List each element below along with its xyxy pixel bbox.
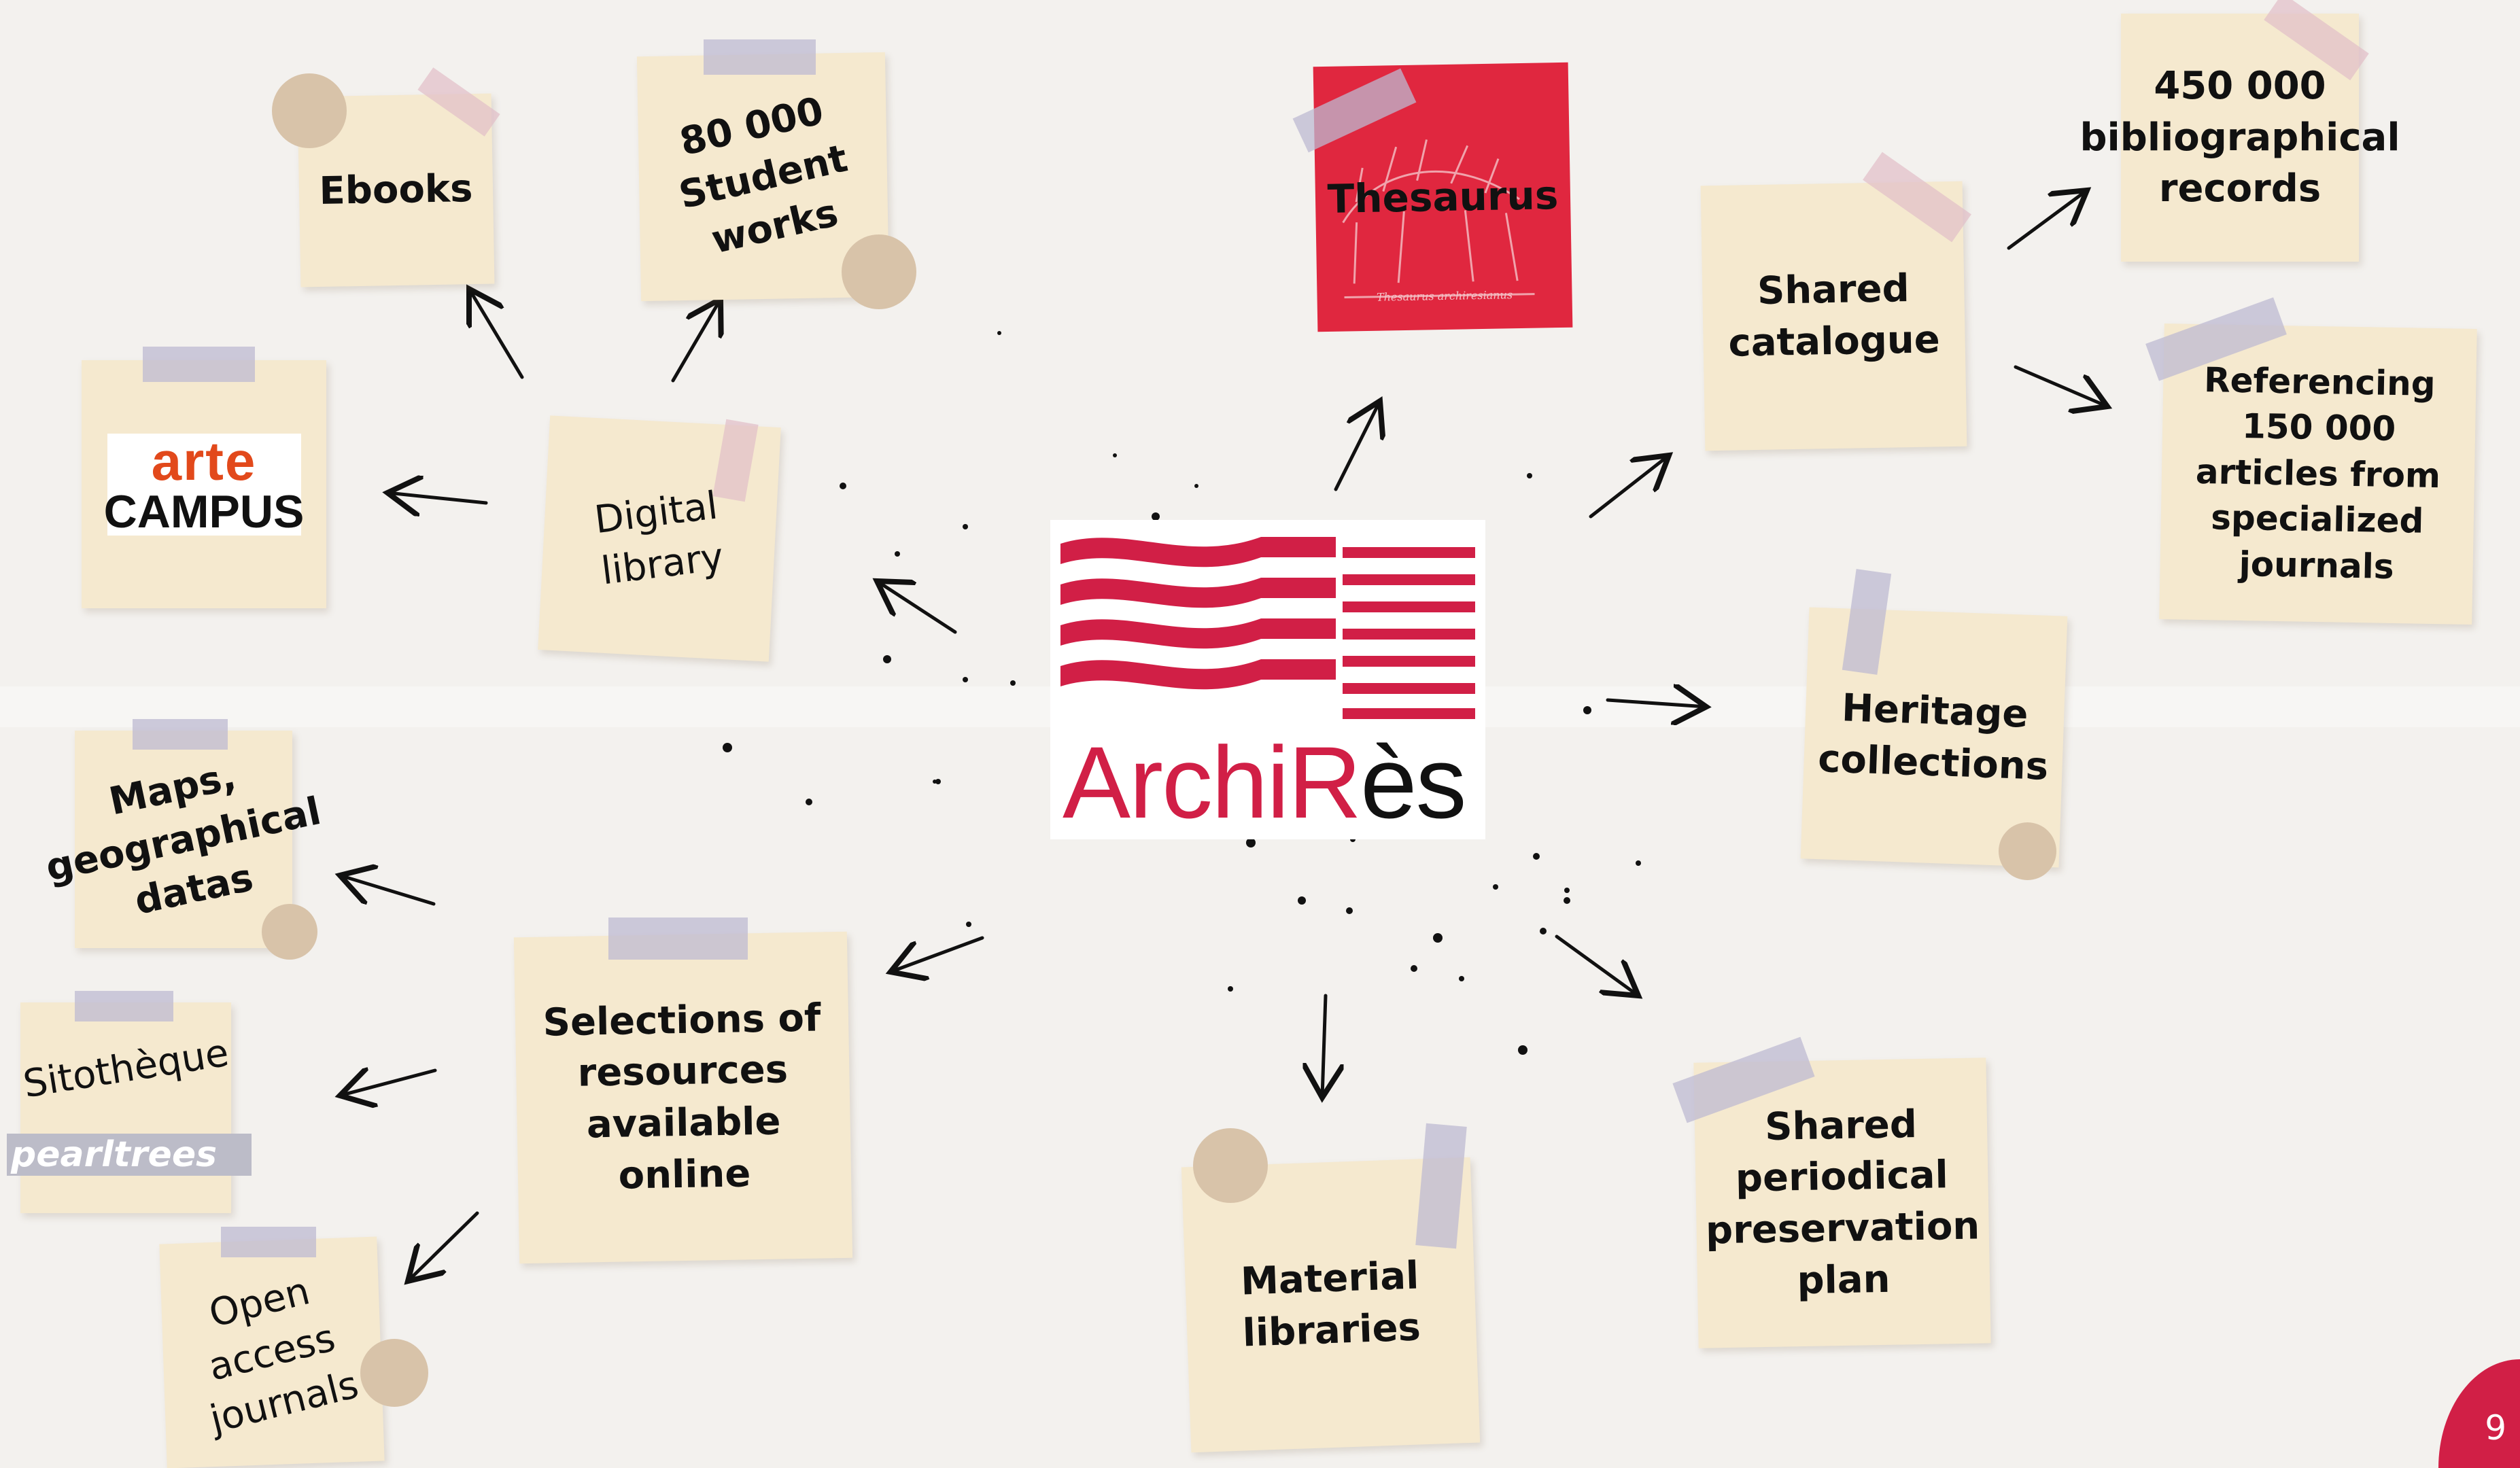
arrow-to-ebooks — [469, 289, 524, 379]
arrow-to-articles — [2014, 365, 2107, 406]
tape — [133, 719, 228, 750]
arrow-to-periodical — [1555, 934, 1638, 996]
pin-dot — [262, 904, 317, 960]
pin-dot — [1999, 822, 2056, 880]
logo-wordmark: ArchiRès — [1063, 725, 1467, 839]
pin-dot — [360, 1339, 428, 1407]
arrow-to-catalogue — [1589, 455, 1669, 519]
tape — [608, 917, 748, 960]
pin-dot — [1193, 1128, 1268, 1203]
arte-campus-logo: arte CAMPUS — [103, 430, 305, 538]
tape — [75, 991, 173, 1021]
arrow-to-heritage — [1606, 700, 1706, 707]
note-records: 450 000 bibliographical records — [2079, 14, 2400, 262]
arrow-to-sitotheque — [340, 1070, 437, 1096]
arrow-to-arte — [387, 493, 488, 503]
note-sitotheque: Sitothèque — [20, 1002, 232, 1213]
arrow-to-maps — [340, 875, 436, 906]
tape — [221, 1227, 316, 1257]
arrow-to-thesaurus — [1334, 401, 1380, 491]
note-selections: Selections of resources available online — [513, 931, 853, 1264]
arrow-to-records — [2007, 190, 2087, 250]
dinosaur-skeleton-icon — [1342, 139, 1535, 299]
arrow-to-material — [1322, 994, 1326, 1098]
note-articles: Referencing 150 000 articles from specia… — [2159, 324, 2477, 625]
archires-logo: ArchiRès — [1050, 520, 1485, 839]
arrow-to-open-access — [408, 1211, 479, 1281]
note-arte-campus: arte CAMPUS — [82, 360, 326, 608]
arrow-to-digital-library — [877, 581, 957, 634]
note-open-access: Open access journals — [159, 1236, 385, 1468]
note-thesaurus: Thesaurus Thesaurus archiresianus — [1313, 62, 1573, 332]
arrow-to-student-works — [671, 299, 721, 383]
pin-dot — [842, 234, 916, 309]
pearltrees-logo: pearltrees — [7, 1134, 252, 1176]
note-maps: Maps, geographical datas — [42, 731, 325, 948]
ink-splatter — [723, 331, 1641, 1055]
arrow-to-selections — [891, 936, 984, 972]
tape — [143, 347, 255, 382]
tape — [704, 39, 816, 75]
logo-flag-icon — [1060, 537, 1475, 719]
pin-dot — [272, 73, 347, 148]
